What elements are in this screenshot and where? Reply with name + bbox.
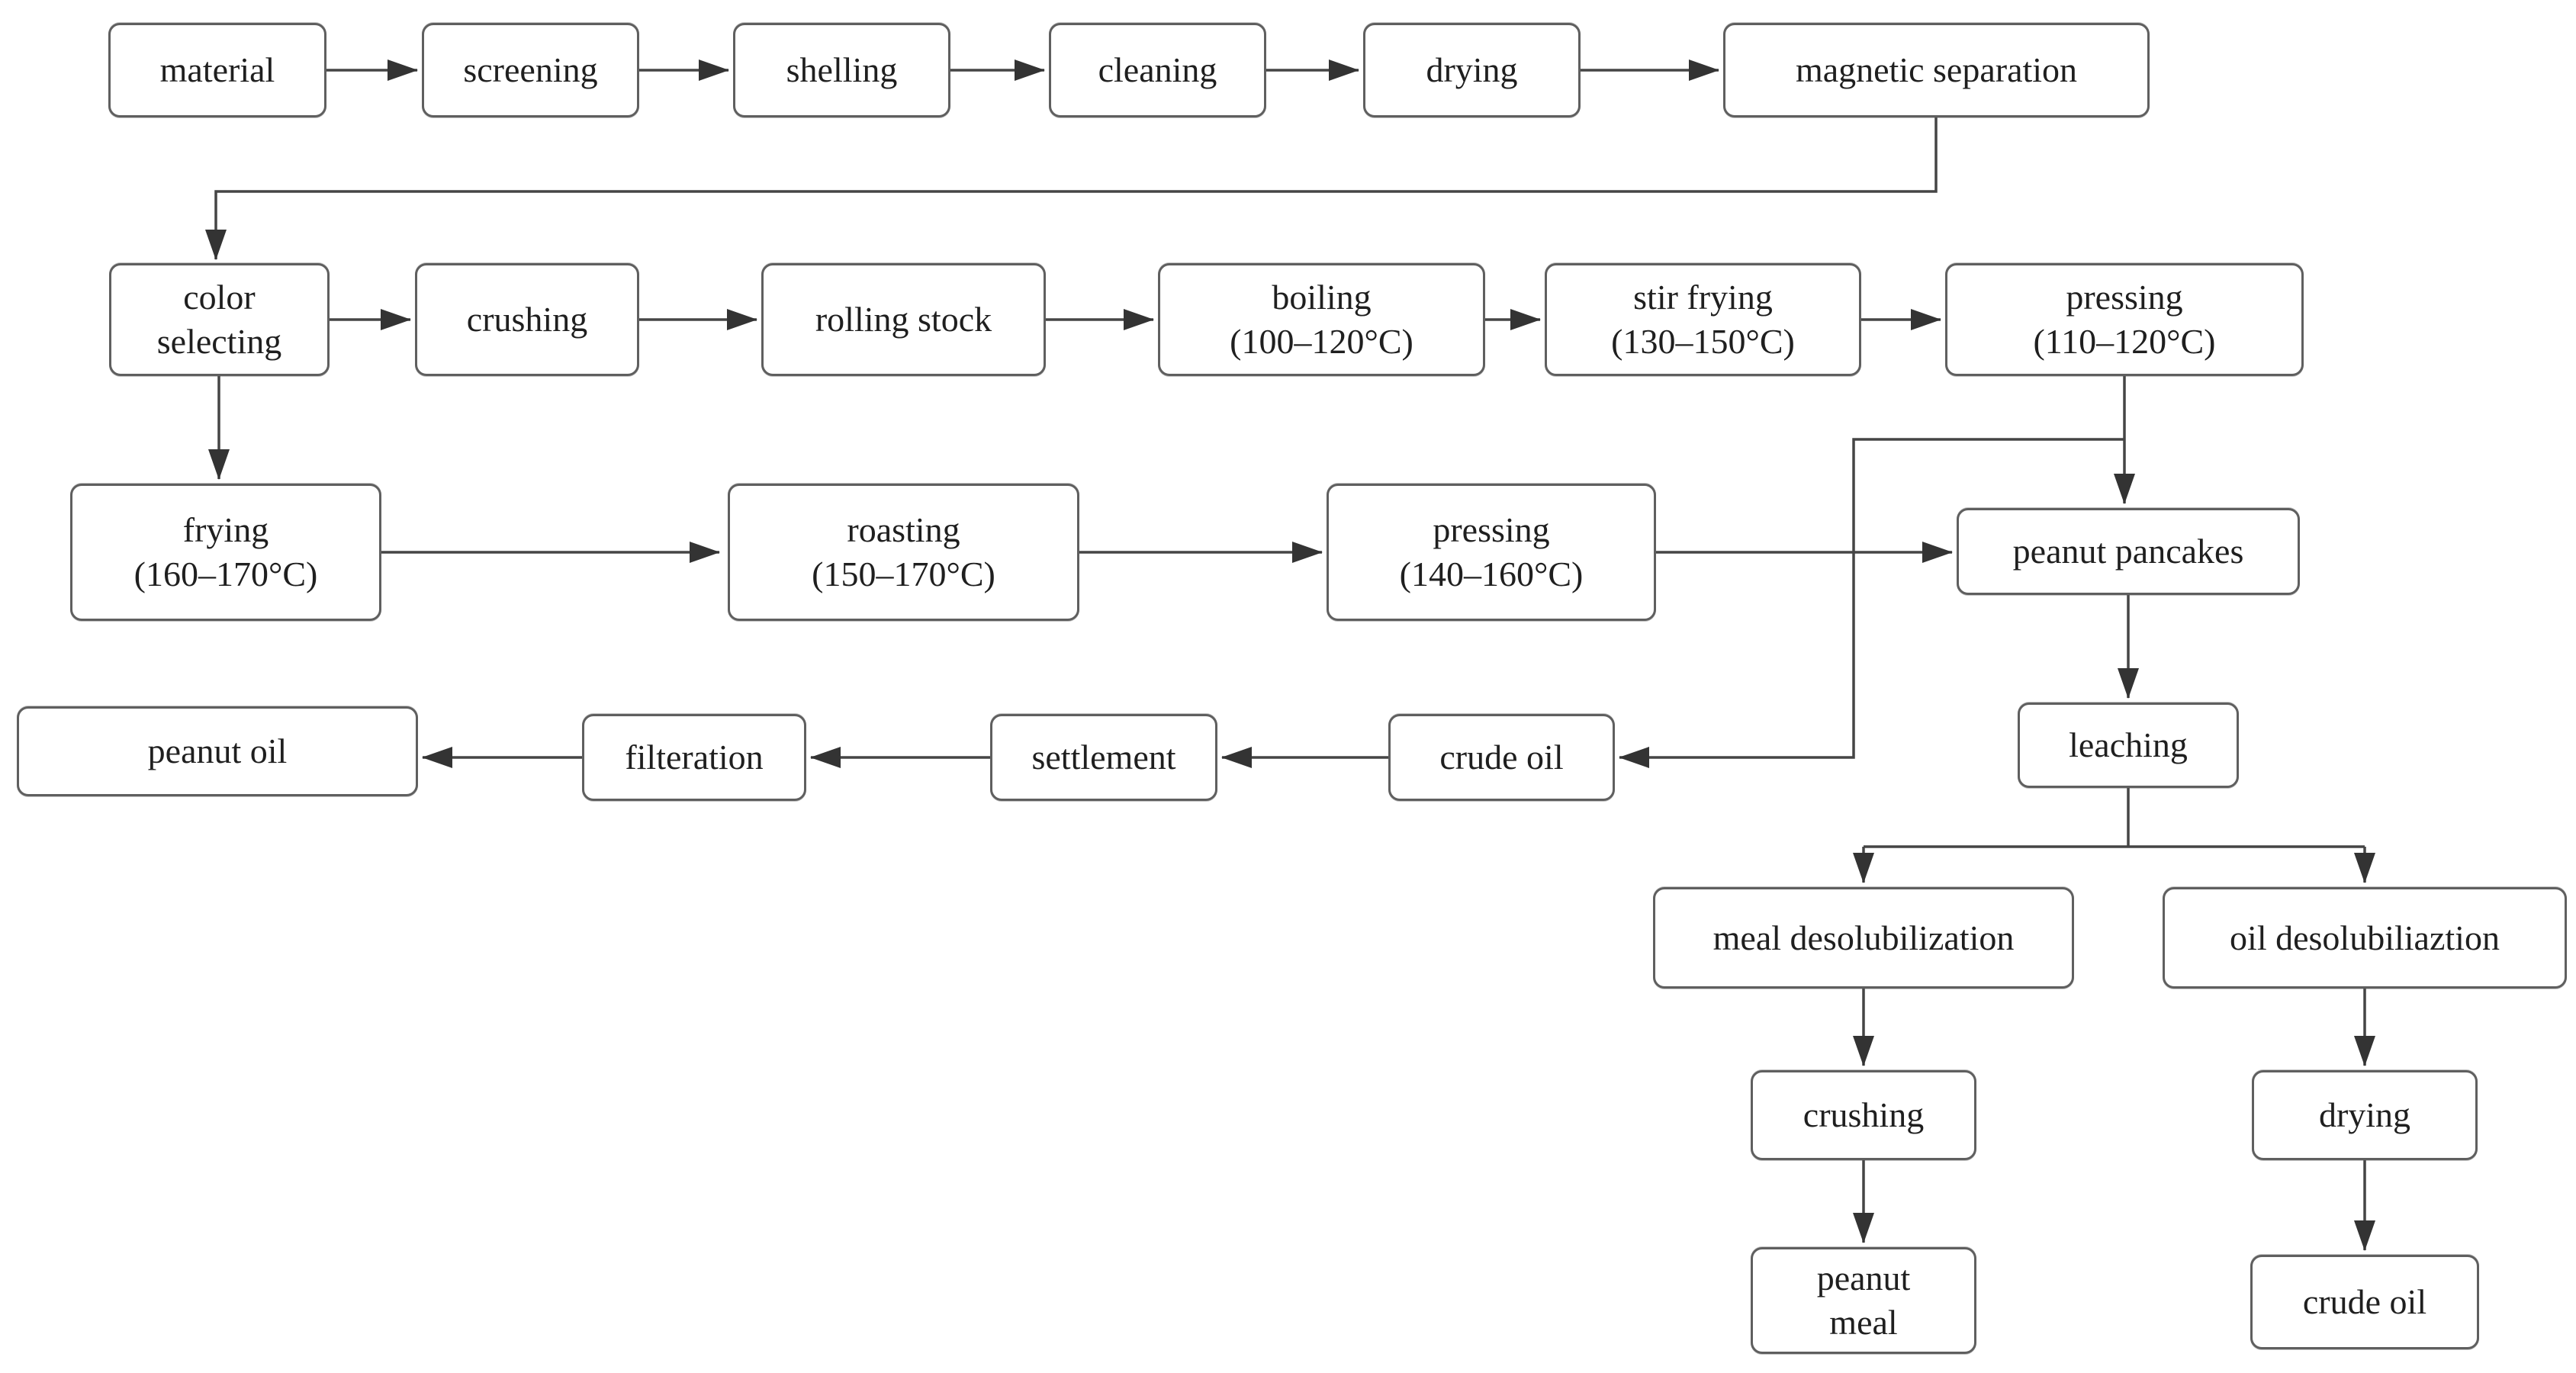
node-material: material (108, 23, 326, 117)
node-frying: frying (160–170°C) (70, 484, 381, 621)
node-peanut-oil: peanut oil (17, 706, 418, 796)
node-meal-desolubilization: meal desolubilization (1653, 887, 2074, 989)
node-cleaning: cleaning (1049, 23, 1266, 117)
node-roasting: roasting (150–170°C) (728, 484, 1079, 621)
node-boiling: boiling (100–120°C) (1158, 263, 1485, 376)
node-drying-2: drying (2252, 1070, 2478, 1160)
node-magnetic-separation: magnetic separation (1723, 23, 2150, 117)
node-peanut-pancakes: peanut pancakes (1957, 508, 2300, 595)
node-stir-frying: stir frying (130–150°C) (1545, 263, 1861, 376)
node-crushing: crushing (415, 263, 639, 376)
node-crude-oil: crude oil (1388, 714, 1615, 801)
node-crushing-2: crushing (1751, 1070, 1976, 1160)
node-shelling: shelling (733, 23, 950, 117)
node-drying: drying (1363, 23, 1581, 117)
node-rolling-stock: rolling stock (761, 263, 1046, 376)
node-peanut-meal: peanut meal (1751, 1247, 1976, 1354)
node-screening: screening (422, 23, 639, 117)
node-color-selecting: color selecting (109, 263, 330, 376)
node-settlement: settlement (990, 714, 1217, 801)
node-pressing-110-120: pressing (110–120°C) (1945, 263, 2304, 376)
node-pressing-140-160: pressing (140–160°C) (1327, 484, 1656, 621)
node-leaching: leaching (2018, 703, 2239, 788)
node-crude-oil-2: crude oil (2250, 1255, 2479, 1349)
node-filteration: filteration (582, 714, 806, 801)
node-oil-desolubiliaztion: oil desolubiliaztion (2163, 887, 2567, 989)
